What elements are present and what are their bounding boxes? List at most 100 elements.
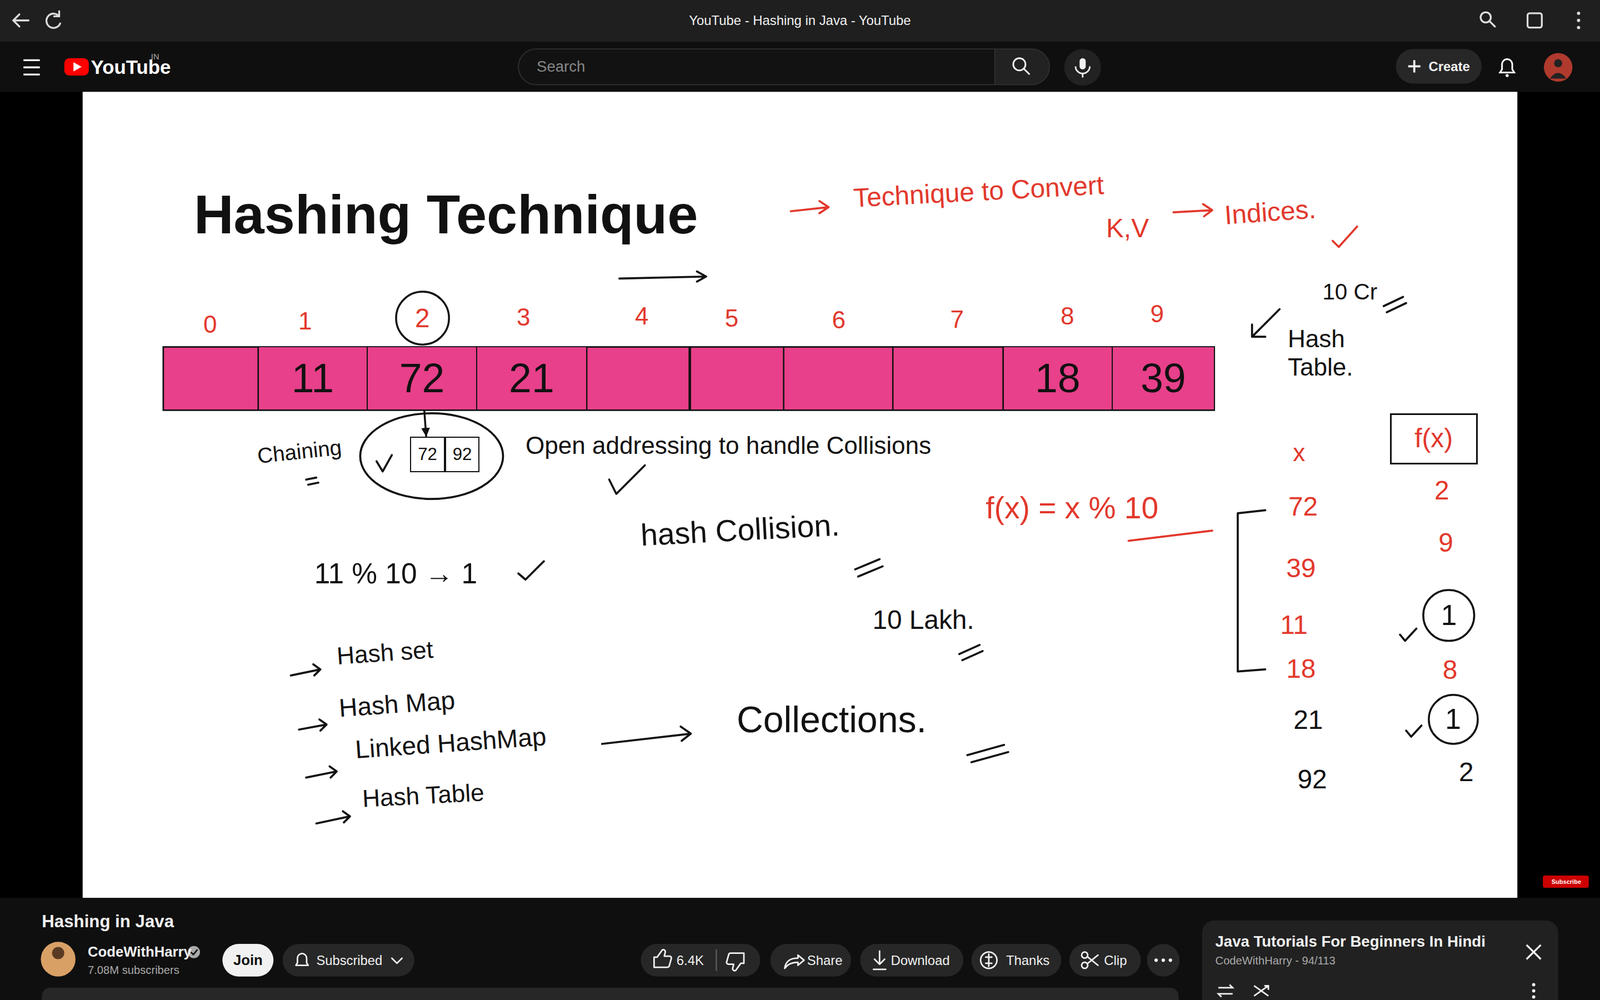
browser-bar	[0, 0, 1600, 42]
index-circle: 2	[395, 290, 450, 346]
circle-outline-shape	[1428, 695, 1478, 744]
arrow	[619, 271, 707, 282]
playlist-panel	[1202, 920, 1559, 1000]
board-note: 0	[203, 310, 218, 339]
mic-icon	[1075, 66, 1090, 78]
arrow	[306, 766, 337, 778]
board-note: Open addressing to handle Collisions	[525, 431, 932, 460]
verified-badge	[190, 949, 198, 955]
thanks-button: Thanks	[971, 943, 1062, 977]
board-note: 1	[298, 307, 313, 336]
node-label: 92	[452, 444, 473, 465]
board-note: 92	[1297, 764, 1327, 795]
board-note: Hash set	[336, 635, 435, 671]
extension-icon	[1527, 13, 1543, 28]
node-label: Search	[536, 57, 585, 76]
button-icons	[296, 949, 1099, 971]
search-button	[995, 48, 1050, 85]
dot	[1168, 958, 1173, 962]
board-note: 11	[1280, 610, 1308, 641]
download-pill	[860, 943, 964, 977]
subscribed-button: Subscribed	[282, 943, 415, 977]
avatar-figure	[1550, 72, 1567, 79]
hash-table-bar	[163, 346, 1215, 410]
cell-divider	[688, 346, 692, 410]
video-info-text: 7.08M subscribers	[87, 963, 180, 977]
board-note: 8	[1060, 302, 1075, 331]
dot	[1154, 958, 1158, 962]
search-box: Search	[518, 48, 995, 85]
board-note: 2	[1434, 475, 1450, 507]
red-strokes	[790, 201, 1357, 542]
dot	[1161, 958, 1165, 962]
node-label: Create	[1428, 58, 1470, 74]
node-label: Download	[890, 952, 950, 968]
dot	[1576, 18, 1580, 23]
board-note: x	[1292, 438, 1305, 468]
clip-button: Clip	[1069, 943, 1142, 977]
circle-outline-shape	[396, 291, 449, 345]
board-note: Hash Map	[337, 685, 456, 723]
result-circle: 1	[1427, 693, 1479, 745]
node-label: Clip	[1103, 952, 1127, 968]
check-mark	[609, 465, 645, 494]
double-underline	[959, 645, 983, 661]
back-icon	[13, 14, 29, 27]
node-label: 1	[1445, 702, 1462, 736]
node-label: Join	[233, 952, 263, 969]
like-pill	[640, 943, 760, 977]
subscribe-badge	[1542, 875, 1589, 888]
board-note: 11 % 10 → 1	[314, 557, 478, 590]
search-icon	[1013, 58, 1026, 71]
board-note: 3	[516, 303, 531, 332]
description-box	[41, 987, 1179, 1000]
table-cell: 11	[258, 346, 368, 410]
function-box: f(x)	[1390, 413, 1478, 465]
search-icon	[1023, 68, 1030, 75]
loop-icon	[1218, 984, 1233, 997]
board-note: Linked HashMap	[354, 721, 548, 765]
node-label: 39	[1140, 355, 1187, 402]
board-note: 4	[635, 302, 649, 331]
chain-box: 92	[445, 436, 480, 473]
table-cell: 39	[1112, 346, 1215, 410]
dot	[1532, 995, 1536, 999]
table-cell: 21	[476, 346, 587, 410]
reload-icon	[46, 11, 61, 28]
node-label: 6.4K	[676, 952, 704, 968]
bell-icon	[1500, 59, 1515, 73]
arrow	[602, 726, 692, 744]
bracket	[1237, 510, 1266, 672]
node-label: Subscribed	[316, 952, 383, 968]
board-note: 18	[1286, 653, 1316, 685]
divider	[715, 950, 718, 971]
dot	[1532, 989, 1536, 993]
underline	[1128, 530, 1213, 541]
bell-icon	[296, 953, 309, 965]
close-icon	[1526, 945, 1542, 960]
circle-outline-shape	[1423, 590, 1475, 642]
node-label: Thanks	[1006, 952, 1050, 968]
table-cell: 72	[367, 346, 477, 410]
play-triangle	[73, 62, 82, 72]
chrome-text: IN	[151, 52, 160, 62]
video-info-text: Hashing in Java	[41, 911, 174, 932]
mic-icon	[1079, 58, 1086, 70]
double-underline	[1383, 296, 1407, 313]
node-label: 72	[399, 355, 445, 402]
arrow	[1252, 309, 1280, 338]
connector-arrow	[424, 410, 427, 437]
playlist-panel: Java Tutorials For Beginners In HindiCod…	[1202, 920, 1559, 1000]
shuffle-icon	[1253, 985, 1269, 996]
join-pill	[222, 943, 274, 977]
chain-box: 72	[410, 436, 445, 473]
board-note: hash Collision.	[640, 507, 841, 554]
board-note: Collections.	[736, 698, 927, 741]
chrome-text: YouTube - Hashing in Java - YouTube	[688, 12, 911, 28]
header-bar	[0, 41, 1600, 92]
share-pill	[770, 943, 852, 977]
channel-avatar	[52, 946, 65, 959]
node-label: 72	[417, 444, 438, 465]
